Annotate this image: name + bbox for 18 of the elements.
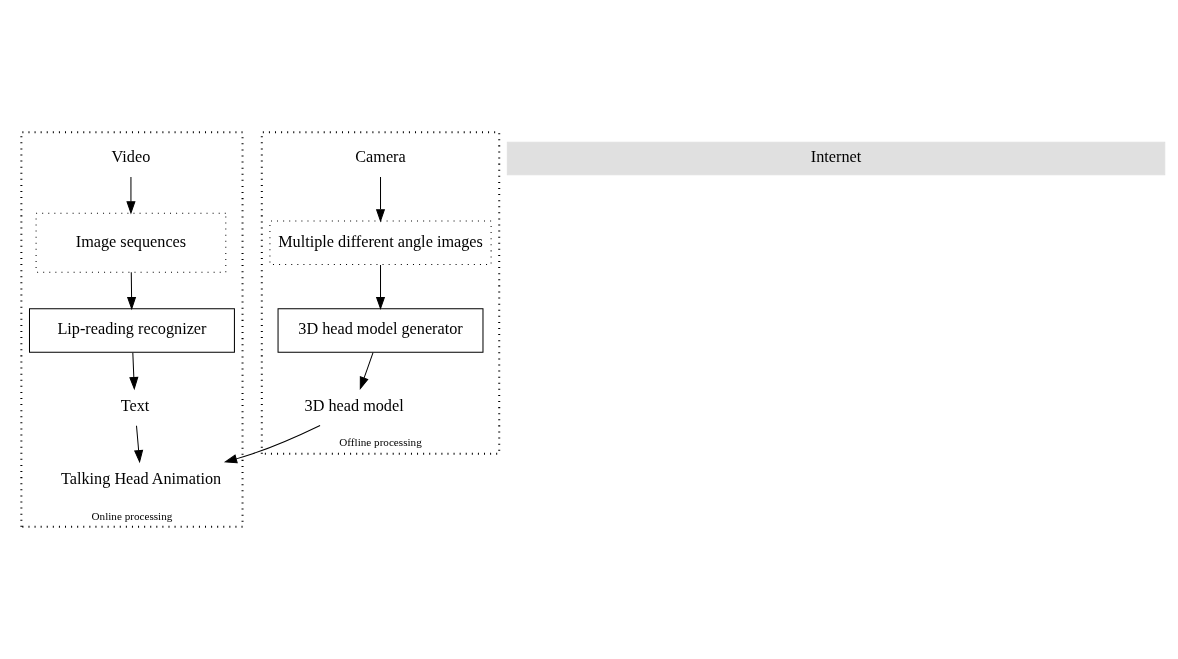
node-box: Image sequences — [35, 212, 227, 273]
arrow — [375, 264, 386, 311]
arrow — [126, 176, 136, 215]
node-box: Multiple different angle images — [269, 220, 492, 266]
node-box: 3D head model generator — [277, 308, 484, 353]
arrow — [126, 271, 137, 311]
node-text: 3D head model — [304, 396, 404, 415]
node-text: Text — [120, 396, 150, 415]
arrow — [223, 425, 321, 464]
node-text: Video — [111, 148, 151, 167]
node-box: Internet — [506, 141, 1166, 176]
node-text: Talking Head Animation — [61, 470, 222, 489]
arrow — [134, 425, 144, 464]
arrow — [359, 352, 374, 391]
node-box: Lip-reading recognizer — [29, 308, 235, 353]
arrow — [129, 352, 139, 391]
arrow — [375, 176, 386, 223]
node-text: Camera — [355, 148, 406, 167]
